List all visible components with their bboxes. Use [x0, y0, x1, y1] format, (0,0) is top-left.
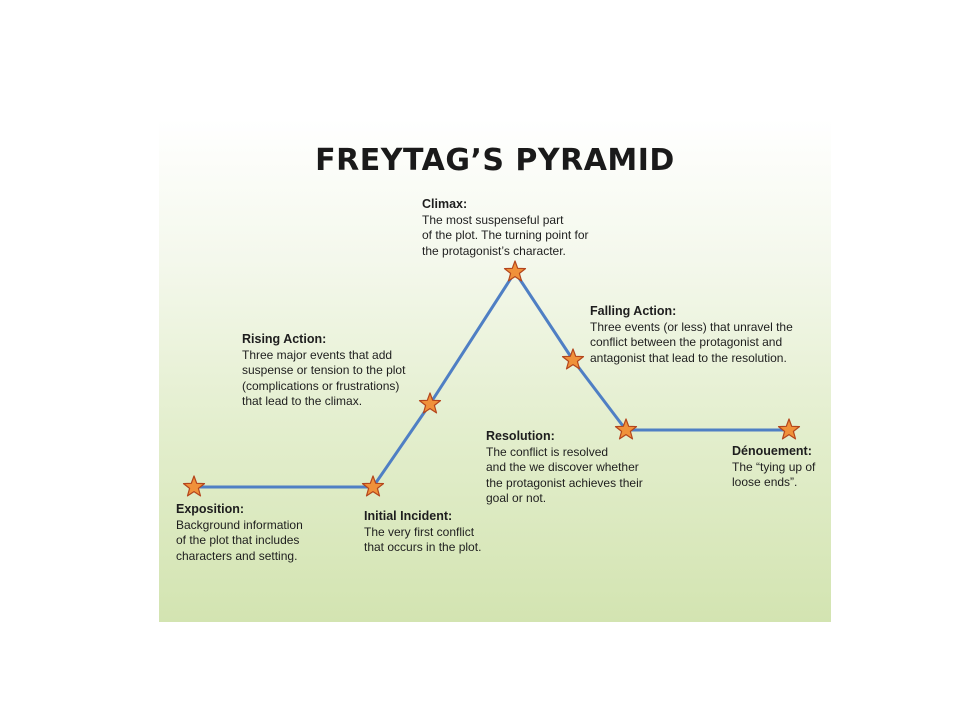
label-denouement: Dénouement: The “tying up of loose ends”…: [732, 444, 815, 491]
exposition-heading: Exposition:: [176, 502, 245, 516]
initial-incident-heading: Initial Incident:: [364, 509, 453, 523]
label-resolution: Resolution: The conflict is resolved and…: [486, 429, 643, 507]
falling-action-text: Three events (or less) that unravel the …: [590, 319, 793, 365]
resolution-text: The conflict is resolved and the we disc…: [486, 444, 643, 506]
star-resolution-icon: [614, 418, 638, 440]
diagram-title: FREYTAG’S PYRAMID: [315, 143, 675, 178]
resolution-heading: Resolution:: [486, 429, 555, 443]
falling-action-heading: Falling Action:: [590, 304, 677, 318]
label-falling-action: Falling Action: Three events (or less) t…: [590, 304, 793, 366]
slide: FREYTAG’S PYRAMID Exposition: Background…: [159, 119, 831, 622]
label-exposition: Exposition: Background information of th…: [176, 502, 303, 564]
star-initial-incident-icon: [361, 475, 385, 497]
label-initial-incident: Initial Incident: The very first conflic…: [364, 509, 481, 556]
label-rising-action: Rising Action: Three major events that a…: [242, 332, 405, 410]
star-rising-action-icon: [418, 392, 442, 414]
star-exposition-icon: [182, 475, 206, 497]
star-climax-icon: [503, 260, 527, 282]
denouement-text: The “tying up of loose ends”.: [732, 459, 816, 490]
pyramid-diagram: [182, 260, 801, 497]
rising-action-heading: Rising Action:: [242, 332, 327, 346]
climax-heading: Climax:: [422, 197, 468, 211]
star-denouement-icon: [777, 418, 801, 440]
climax-text: The most suspenseful part of the plot. T…: [422, 212, 589, 258]
denouement-heading: Dénouement:: [732, 444, 812, 458]
initial-incident-text: The very first conflict that occurs in t…: [364, 524, 482, 555]
exposition-text: Background information of the plot that …: [176, 517, 303, 563]
label-climax: Climax: The most suspenseful part of the…: [422, 197, 589, 259]
rising-action-text: Three major events that add suspense or …: [242, 347, 406, 409]
star-falling-action-icon: [561, 348, 585, 370]
